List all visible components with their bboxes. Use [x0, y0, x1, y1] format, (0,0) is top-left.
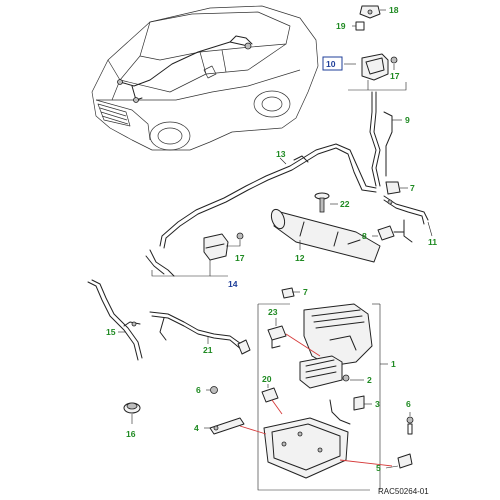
callout-8: 8: [362, 231, 367, 241]
callout-10: 10: [326, 59, 336, 69]
callout-1: 1: [391, 359, 396, 369]
callout-10-box: 10: [322, 56, 343, 71]
part-7-clip-upper: [385, 181, 408, 195]
callout-7-upper: 7: [410, 183, 415, 193]
callout-16: 16: [126, 429, 136, 439]
callout-19: 19: [336, 21, 346, 31]
top-sensor-group: [344, 5, 407, 91]
part-17-fastener: [390, 56, 398, 64]
part-2-pump: [299, 355, 343, 389]
callout-22: 22: [340, 199, 350, 209]
part-17-fastener-lower: [236, 232, 244, 240]
callout-9: 9: [405, 115, 410, 125]
callout-20: 20: [262, 374, 272, 384]
part-23-valve: [267, 325, 287, 341]
part-4-bracket: [204, 417, 245, 435]
callout-18: 18: [389, 5, 399, 15]
callout-5: 5: [376, 463, 381, 473]
part-tray: [263, 417, 349, 479]
callout-17-mid: 17: [235, 253, 245, 263]
vacuum-pipe-assembly: [145, 91, 433, 277]
callout-7-lower: 7: [303, 287, 308, 297]
callout-4: 4: [194, 423, 199, 433]
part-19-bolt: [355, 21, 365, 31]
part-20-mount: [261, 387, 279, 403]
part-cover: [303, 303, 373, 367]
callout-13: 13: [276, 149, 286, 159]
callout-6-left: 6: [196, 385, 201, 395]
part-7-clip-lower: [281, 287, 295, 299]
callout-17-top: 17: [390, 71, 400, 81]
callout-labels: 18 19 10 17 9 13 7 22 8 11 17 12 14 7 23…: [106, 5, 437, 473]
vehicle-illustration: [91, 5, 319, 151]
callout-21: 21: [203, 345, 213, 355]
callout-6-right: 6: [406, 399, 411, 409]
part-16-grommet: [123, 402, 141, 424]
part-6-bolt-left: [206, 386, 218, 394]
callout-12: 12: [295, 253, 305, 263]
part-22-bolt: [314, 192, 338, 213]
callout-3: 3: [375, 399, 380, 409]
part-14-module: [151, 232, 244, 277]
part-6-bolt-right: [406, 412, 414, 435]
wiring-harness-lower: [87, 279, 251, 361]
callout-15: 15: [106, 327, 116, 337]
callout-23: 23: [268, 307, 278, 317]
part-10-module: [361, 53, 389, 81]
pump-assembly-group: [239, 287, 393, 491]
reference-code: RAC50264-01: [378, 487, 429, 496]
part-3-sensor: [353, 395, 365, 411]
part-5-clip: [385, 453, 413, 469]
callout-11: 11: [428, 237, 437, 247]
part-8-connector: [372, 225, 405, 241]
callout-14: 14: [228, 279, 238, 289]
callout-2: 2: [367, 375, 372, 385]
part-12-reservoir: [270, 208, 381, 263]
